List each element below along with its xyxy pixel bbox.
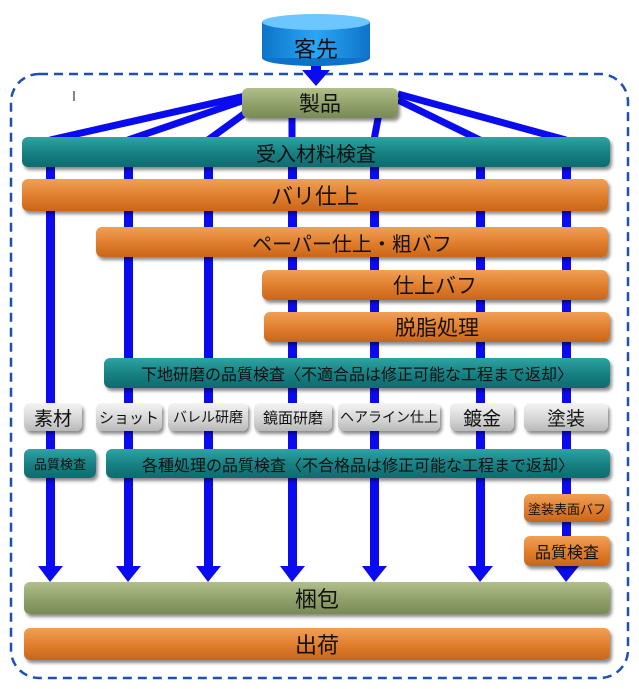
painting-box: 塗装 xyxy=(524,403,608,431)
mirror-box: 鏡面研磨 xyxy=(254,403,332,431)
shot-label: ショット xyxy=(98,408,159,427)
incoming-inspection-label: 受入材料検査 xyxy=(256,141,376,166)
barrel-box: バレル研磨 xyxy=(168,403,248,431)
quality-inspection-left-box: 品質検査 xyxy=(24,449,96,478)
treatment-inspection-box: 各種処理の品質検査〈不合格品は修正可能な工程まで返却〉 xyxy=(106,449,610,478)
degreasing-box: 脱脂処理 xyxy=(264,312,610,342)
finish-buff-label: 仕上バフ xyxy=(393,274,477,298)
packing-label: 梱包 xyxy=(294,588,339,613)
painting-label: 塗装 xyxy=(546,407,585,430)
hairline-box: ヘアライン仕上 xyxy=(338,403,440,431)
arrow-customer-to-product xyxy=(302,66,330,86)
deburring-label: バリ仕上 xyxy=(270,185,359,210)
incoming-inspection-box: 受入材料検査 xyxy=(22,137,610,167)
base-polish-inspection-label: 下地研磨の品質検査〈不適合品は修正可能な工程まで返却〉 xyxy=(140,365,573,384)
degreasing-label: 脱脂処理 xyxy=(395,316,479,340)
barrel-label: バレル研磨 xyxy=(173,410,243,426)
material-label: 素材 xyxy=(33,407,72,430)
customer-cylinder xyxy=(262,14,370,66)
product-label: 製品 xyxy=(299,92,341,116)
customer-label: 客先 xyxy=(293,38,338,63)
quality-inspection-left-label: 品質検査 xyxy=(33,458,86,473)
paint-surface-buff-box: 塗装表面バフ xyxy=(524,494,610,522)
paper-finish-box: ペーパー仕上・粗バフ xyxy=(96,227,608,257)
quality-inspection-right-label: 品質検査 xyxy=(534,543,599,562)
plating-box: 鍍金 xyxy=(450,403,514,431)
paper-finish-label: ペーパー仕上・粗バフ xyxy=(252,231,452,256)
base-polish-inspection-box: 下地研磨の品質検査〈不適合品は修正可能な工程まで返却〉 xyxy=(104,358,610,388)
factory-boundary xyxy=(9,72,630,680)
mirror-label: 鏡面研磨 xyxy=(262,408,323,427)
shipping-box: 出荷 xyxy=(24,628,610,660)
product-box: 製品 xyxy=(242,88,398,118)
shipping-label: 出荷 xyxy=(294,634,339,659)
shot-box: ショット xyxy=(96,403,162,431)
hairline-label: ヘアライン仕上 xyxy=(340,410,438,426)
plating-label: 鍍金 xyxy=(462,407,501,430)
quality-inspection-right-box: 品質検査 xyxy=(524,536,610,566)
deburring-box: バリ仕上 xyxy=(22,179,608,211)
arrowheads xyxy=(38,566,579,582)
material-box: 素材 xyxy=(24,403,82,431)
treatment-inspection-label: 各種処理の品質検査〈不合格品は修正可能な工程まで返却〉 xyxy=(141,455,574,475)
paint-surface-buff-label: 塗装表面バフ xyxy=(527,502,606,518)
packing-box: 梱包 xyxy=(24,582,610,614)
finish-buff-box: 仕上バフ xyxy=(262,270,608,300)
